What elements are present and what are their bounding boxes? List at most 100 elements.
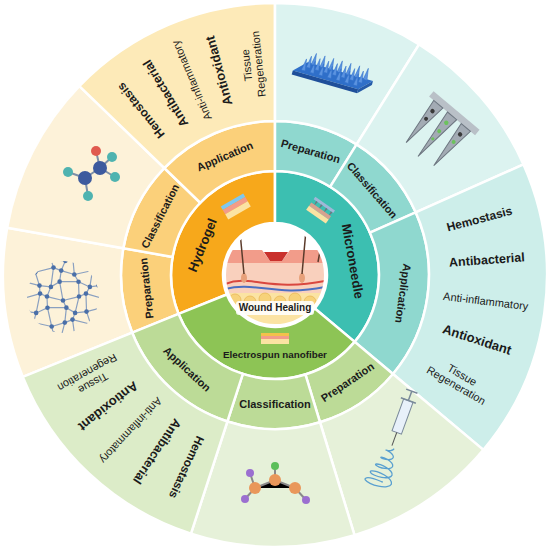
electrospinning-syringe-part xyxy=(401,388,419,403)
skin-illustration-part xyxy=(225,250,325,263)
category-label-text: Preparation xyxy=(318,360,376,405)
nanofiber-molecule-part xyxy=(249,482,261,494)
skin-illustration-part xyxy=(299,273,305,283)
center-label: Wound Healing xyxy=(236,301,315,315)
category-label-text: Classification xyxy=(345,160,401,221)
hydrogel-network-part-part xyxy=(88,253,93,258)
nanofiber-molecule-part xyxy=(241,495,249,503)
microneedle-types-part xyxy=(443,120,449,126)
hydrogel-network-part-part xyxy=(102,259,107,264)
hydrogel-network-part-part xyxy=(88,285,93,290)
hydrogel-skin-icon xyxy=(221,194,251,220)
application-item: Antioxidant xyxy=(440,322,513,358)
skin-illustration-part xyxy=(225,281,325,285)
nanofiber-skin-icon-part xyxy=(261,339,289,344)
skin-illustration xyxy=(225,225,325,325)
center-disc xyxy=(223,223,327,327)
hydrogel-molecule-part xyxy=(107,152,117,162)
hydrogel-network-part-part xyxy=(58,337,63,342)
hydrogel-network-part-part xyxy=(22,296,27,301)
hydrogel-network-part-part xyxy=(57,279,62,284)
application-item: Antibacterial xyxy=(140,57,191,129)
hydrogel-network-part-part xyxy=(103,304,108,309)
hydrogel-network-part-part xyxy=(59,268,64,273)
hydrogel-molecule-part xyxy=(91,146,101,156)
electrospinning-syringe-part xyxy=(364,443,403,491)
material-label-text: Hydrogel xyxy=(185,217,220,275)
hydrogel-network-part xyxy=(18,252,107,341)
application-item: Antibacterial xyxy=(448,250,525,270)
hydrogel-network-part-part xyxy=(34,331,39,336)
application-item: Hemostasis xyxy=(445,205,514,236)
hydrogel-network-part-part xyxy=(90,268,95,273)
center-label-text: Wound Healing xyxy=(239,302,312,314)
microneedle-types-part xyxy=(436,128,442,134)
hydrogel-network-part-part xyxy=(45,294,50,299)
hydrogel-network-part-part xyxy=(88,322,93,327)
hydrogel-molecule-part xyxy=(93,161,107,175)
nanofiber-skin-icon-part xyxy=(261,336,289,339)
microneedle-types-part xyxy=(423,116,429,122)
hydrogel-network-part-part xyxy=(76,279,81,284)
application-item: Anti-inflammatory xyxy=(170,38,215,122)
microneedle-skin-icon-part xyxy=(306,206,329,224)
hydrogel-network-part-part xyxy=(73,311,78,316)
category-label: Classification xyxy=(136,179,184,254)
category-label: Application xyxy=(158,342,216,398)
hydrogel-network-part-part xyxy=(63,259,68,264)
nanofiber-molecule-part xyxy=(302,496,310,504)
hydrogel-network-part-part xyxy=(51,331,56,336)
microneedle-types-part xyxy=(400,100,471,171)
hydrogel-network-part-part xyxy=(33,270,38,275)
application-item: Tissue Regeneration xyxy=(238,27,268,101)
microneedle-types-part xyxy=(457,131,463,137)
hydrogel-molecule-part xyxy=(78,171,92,185)
application-item: Tissue Regeneration xyxy=(422,353,496,409)
hydrogel-network-part-part xyxy=(24,255,29,260)
hydrogel-network-part-part xyxy=(90,330,95,335)
hydrogel-network-part-part xyxy=(34,311,39,316)
skin-illustration-part xyxy=(225,287,325,291)
hydrogel-network-part-part xyxy=(61,298,66,303)
center-rim xyxy=(225,225,325,325)
skin-illustration-part xyxy=(225,293,325,325)
hydrogel-skin-icon-part xyxy=(225,201,251,219)
hydrogel-network-part-part xyxy=(37,283,42,288)
hydrogel-network-part-part xyxy=(77,294,82,299)
category-label: Classification xyxy=(342,157,403,224)
hydrogel-network-part-part xyxy=(49,257,54,262)
hydrogel-network-part-part xyxy=(31,252,36,257)
material-label: Hydrogel xyxy=(183,214,222,278)
application-item: Antibacterial xyxy=(129,415,183,486)
application-item: Antioxidant xyxy=(204,34,237,107)
microneedle-types-part xyxy=(429,108,435,114)
nanofiber-molecule-part xyxy=(269,474,281,486)
application-item: Tissue Regeneration xyxy=(52,350,126,405)
hydrogel-network-part-part xyxy=(38,291,43,296)
application-item: Hemostasis xyxy=(115,80,168,141)
application-item: Hemostasis xyxy=(165,434,206,501)
hydrogel-network-part-part xyxy=(97,333,102,338)
application-item: Antioxidant xyxy=(75,378,141,434)
category-label: Preparation xyxy=(276,135,345,168)
application-item: Anti-inflammatory xyxy=(442,289,528,312)
microneedle-patch-part xyxy=(301,51,370,88)
hydrogel-network-part-part xyxy=(73,335,78,340)
category-label-text: Classification xyxy=(239,398,311,411)
hydrogel-network-part-part xyxy=(51,265,56,270)
microneedle-patch-part-part xyxy=(301,51,370,88)
electrospinning-syringe-part xyxy=(392,432,397,445)
material-label: Microneedle xyxy=(336,220,367,304)
hydrogel-network-part-part xyxy=(70,253,75,258)
category-label-text: Preparation xyxy=(279,136,341,165)
microneedle-types xyxy=(395,91,480,176)
hydrogel-network-part-part xyxy=(70,317,75,322)
hydrogel-network-part-part xyxy=(31,320,36,325)
electrospinning-syringe xyxy=(364,386,424,490)
